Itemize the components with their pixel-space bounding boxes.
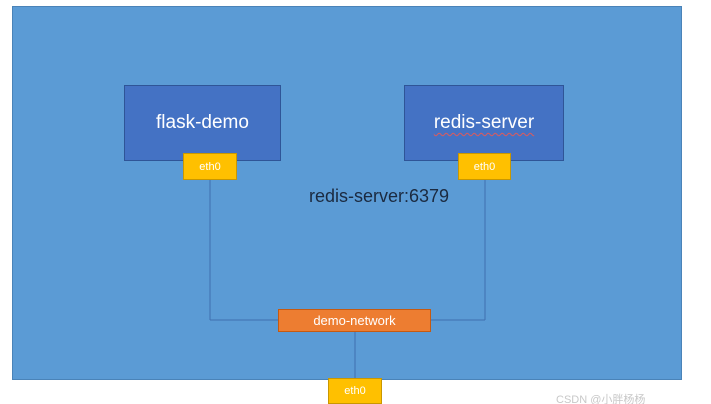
redis-server-eth0-interface: eth0 bbox=[458, 153, 511, 180]
demo-network-label: demo-network bbox=[313, 313, 396, 328]
redis-server-eth0-label: eth0 bbox=[473, 160, 496, 173]
flask-demo-eth0-interface: eth0 bbox=[183, 153, 237, 180]
redis-server-label: redis-server bbox=[433, 112, 535, 133]
redis-server-container: redis-server bbox=[404, 85, 564, 161]
host-eth0-interface: eth0 bbox=[328, 378, 382, 404]
flask-demo-eth0-label: eth0 bbox=[199, 160, 221, 173]
redis-address-annotation: redis-server:6379 bbox=[309, 186, 450, 206]
watermark-text: CSDN @小胖杨杨 bbox=[556, 394, 646, 404]
demo-network-bridge: demo-network bbox=[278, 309, 431, 332]
host-eth0-label: eth0 bbox=[344, 385, 366, 397]
flask-demo-label: flask-demo bbox=[156, 112, 249, 133]
flask-demo-container: flask-demo bbox=[124, 85, 281, 161]
